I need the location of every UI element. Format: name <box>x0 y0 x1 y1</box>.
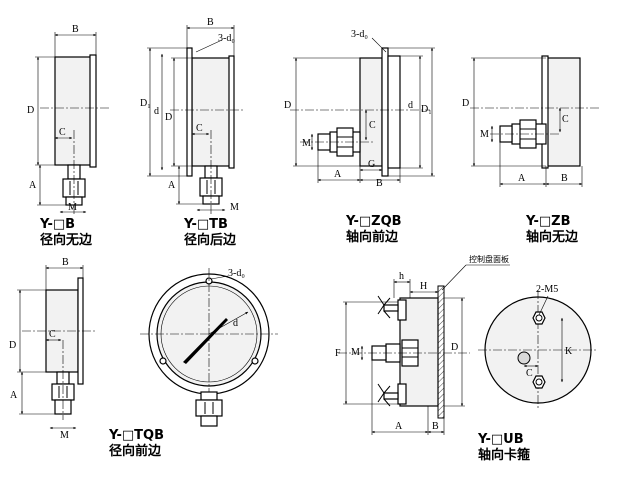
clamp-nut <box>532 375 546 389</box>
dim-label-h: h <box>399 271 404 282</box>
dim-label-m: M <box>230 202 239 213</box>
front-bezel <box>228 55 235 169</box>
caption-y-ub: Y-□UB 轴向卡箍 <box>478 432 530 464</box>
dim-label-a: A <box>395 421 403 432</box>
case-body <box>359 57 383 167</box>
dim-label-d: D <box>9 340 16 351</box>
clamp-bracket <box>397 383 407 405</box>
dim-label-c: C <box>369 120 376 131</box>
model-name: 轴向卡箍 <box>478 448 531 463</box>
view-y-zb: D M C A B <box>462 55 600 187</box>
case-body <box>545 57 581 167</box>
dim-label-d1: D₁ <box>421 104 432 115</box>
case-body <box>54 56 93 166</box>
front-bezel <box>89 54 97 168</box>
hole-label: 3-d₀ <box>218 33 235 44</box>
dim-label-m: M <box>480 129 489 140</box>
panel-label: 控制盘面板 <box>469 254 509 264</box>
dim-label-b: B <box>432 421 439 432</box>
clamp-bracket <box>397 299 407 321</box>
wing-nut <box>377 295 391 319</box>
dim-label-b: B <box>207 17 214 28</box>
model-name: 径向后边 <box>184 233 237 248</box>
caption-y-tqb: Y-□TQB 径向前边 <box>109 428 164 460</box>
rear-flange <box>186 47 193 177</box>
clamp-screw <box>383 392 399 400</box>
clamp-screw <box>383 304 399 312</box>
model-code: Y-□TB <box>184 217 228 232</box>
pressure-port <box>517 351 531 365</box>
mount-hole <box>251 357 259 365</box>
dim-label-c: C <box>562 114 569 125</box>
socket <box>200 391 218 401</box>
dim-label-c: C <box>49 329 56 340</box>
dim-label-d: D <box>27 105 34 116</box>
view-y-tqb-side: B D C A M <box>9 257 95 441</box>
caption-y-b: Y-□B 径向无边 <box>40 217 92 249</box>
dim-label-c: C <box>526 368 533 379</box>
dim-label-k: K <box>565 346 573 357</box>
dim-label-b: B <box>62 257 69 268</box>
dim-label-f: F <box>335 348 341 359</box>
thread <box>200 415 218 427</box>
dim-label-c: C <box>196 123 203 134</box>
dim-label-m: M <box>68 202 77 213</box>
hole-label: 3-d₀ <box>228 268 245 279</box>
dim-label-d-small: d <box>408 100 413 111</box>
dim-label-d: D <box>462 98 469 109</box>
caption-y-zqb: Y-□ZQB 轴向前边 <box>346 214 402 246</box>
model-code: Y-□UB <box>478 432 524 447</box>
model-code: Y-□TQB <box>109 428 165 443</box>
dim-label-d1: D₁ <box>140 98 151 109</box>
view-y-b: B D C A M <box>27 24 110 215</box>
hole-label: 3-d₀ <box>351 29 368 40</box>
dim-label-g: G <box>368 159 375 170</box>
view-y-tqb-front: d 3-d₀ <box>140 268 278 427</box>
dim-label-a: A <box>334 169 342 180</box>
mount-hole <box>159 357 167 365</box>
dim-label-c: C <box>59 127 66 138</box>
caption-y-zb: Y-□ZB 轴向无边 <box>526 214 578 246</box>
model-code: Y-□B <box>40 217 76 232</box>
dim-label-b: B <box>72 24 79 35</box>
clamp-nut <box>532 311 546 325</box>
dim-label-a: A <box>10 390 18 401</box>
front-flange <box>381 47 389 177</box>
dim-label-a: A <box>168 180 176 191</box>
model-name: 轴向无边 <box>526 230 579 245</box>
dim-label-b: B <box>376 178 383 189</box>
dim-label-d-small: d <box>233 318 238 329</box>
dim-label-d-small: d <box>154 106 159 117</box>
model-code: Y-□ZQB <box>346 214 402 229</box>
dim-label-a: A <box>29 180 37 191</box>
dim-label-b: B <box>561 173 568 184</box>
view-y-tb: B 3-d₀ D₁ d D C A M <box>140 17 245 214</box>
view-y-zqb: 3-d₀ D d D₁ M C G A B <box>284 29 435 189</box>
dim-label-d: D <box>284 100 291 111</box>
dim-label-m: M <box>351 347 360 358</box>
caption-y-tb: Y-□TB 径向后边 <box>184 217 236 249</box>
dim-label-d: D <box>451 342 458 353</box>
front-bezel <box>541 55 549 169</box>
dim-label-m: M <box>60 430 69 441</box>
model-code: Y-□ZB <box>526 214 571 229</box>
model-name: 径向前边 <box>109 444 162 459</box>
control-panel <box>437 285 445 419</box>
dim-label-h-upper: H <box>420 281 427 292</box>
screw-label: 2-M5 <box>536 284 558 295</box>
dim-label-m: M <box>302 138 311 149</box>
view-y-ub-side: 控制盘面板 h H F M D A B <box>335 254 510 435</box>
model-name: 径向无边 <box>40 233 93 248</box>
wing-nut <box>377 383 391 407</box>
model-name: 轴向前边 <box>346 230 399 245</box>
dim-label-d: D <box>165 112 172 123</box>
view-y-ub-back: 2-M5 K C <box>478 284 598 410</box>
dim-label-a: A <box>518 173 526 184</box>
front-bezel <box>387 55 401 169</box>
hex-nut <box>195 399 223 417</box>
